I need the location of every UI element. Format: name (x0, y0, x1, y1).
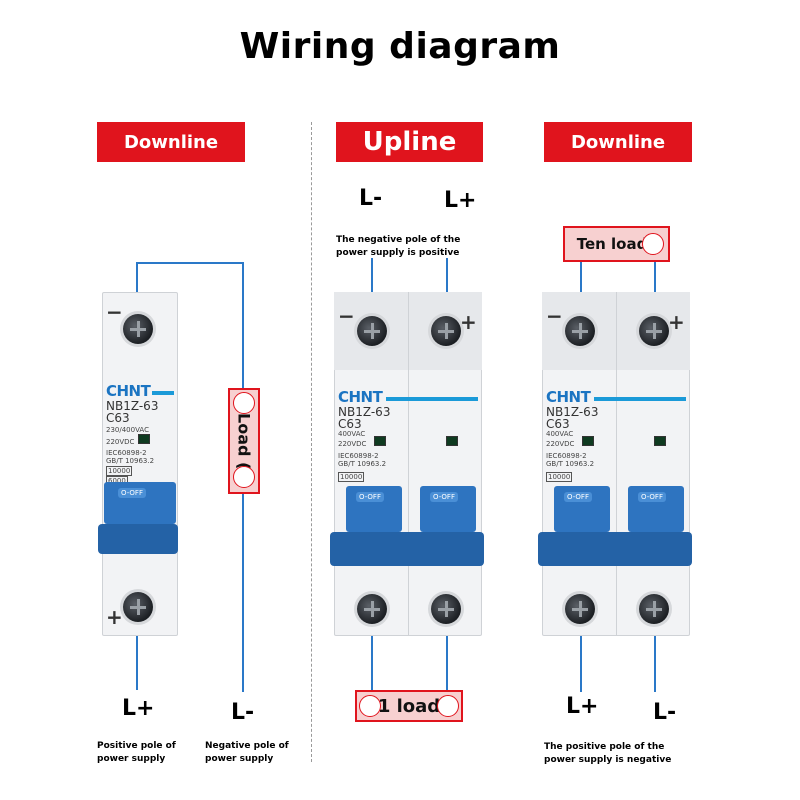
top-left-terminal-screw-icon[interactable] (565, 316, 595, 346)
breaker-standard1: IEC60898-2 (546, 452, 587, 460)
bottom-right-terminal-screw-icon[interactable] (639, 594, 669, 624)
top-left-sign: − (546, 304, 563, 328)
breaker-rating: C63 (338, 417, 362, 431)
breaker-capacity1: 10000 (546, 472, 573, 482)
switch-state-label: O-OFF (118, 488, 146, 498)
breaker-handle-lip[interactable] (98, 524, 178, 554)
switch-state-label-right: O-OFF (430, 492, 458, 502)
terminal-label-lplus-top: L+ (444, 188, 477, 213)
switch-state-label-right: O-OFF (638, 492, 666, 502)
indicator-lamp-right (654, 436, 666, 446)
breaker-rating: C63 (106, 411, 130, 425)
wire-top-left-vertical (136, 262, 138, 314)
wire-upline-left-bottom (371, 610, 373, 694)
switch-state-label-left: O-OFF (564, 492, 592, 502)
brand-stripe (386, 397, 478, 401)
breaker-standard2: GB/T 10963.2 (106, 457, 155, 465)
load-circle-bottom-left (233, 466, 255, 488)
breaker-model: NB1Z-63 (546, 405, 599, 419)
load-circle-top-left (233, 392, 255, 414)
breaker-dc-voltage: 220VDC (106, 438, 135, 446)
top-terminal-sign: − (106, 300, 123, 324)
wire-upline-left-top (371, 258, 373, 322)
breaker-dc-voltage: 220VDC (546, 440, 575, 448)
load-label-right: Ten loads (576, 235, 657, 253)
breaker-rating: C63 (546, 417, 570, 431)
indicator-lamp-right (446, 436, 458, 446)
top-right-terminal-screw-icon[interactable] (639, 316, 669, 346)
top-right-sign: + (668, 310, 685, 334)
wire-bottom-left-vertical (136, 615, 138, 690)
pole-separator (408, 292, 409, 636)
breaker-voltage: 230/400VAC (106, 426, 149, 434)
indicator-lamp-left (582, 436, 594, 446)
breaker-capacity1: 10000 (106, 466, 133, 476)
wire-upline-right-bottom (446, 610, 448, 694)
breaker-body (102, 292, 178, 636)
page-title: Wiring diagram (239, 26, 561, 67)
terminal-label-lminus-top: L- (359, 186, 383, 211)
indicator-lamp-left (374, 436, 386, 446)
top-terminal-screw-icon[interactable] (123, 314, 153, 344)
breaker-standard1: IEC60898-2 (106, 449, 147, 457)
breaker-voltage: 400VAC (546, 430, 574, 438)
panel-divider (311, 122, 312, 762)
pole-separator (616, 292, 617, 636)
note-upline: The negative pole of the power supply is… (336, 235, 461, 258)
load-label-left: Load ( (234, 412, 254, 470)
top-right-sign: + (460, 310, 477, 334)
note-positive-pole: Positive pole of power supply (97, 741, 176, 764)
terminal-label-lminus-left: L- (231, 700, 255, 725)
wire-upline-right-top (446, 258, 448, 322)
load-circle-right (642, 233, 664, 255)
breaker-capacity1: 10000 (338, 472, 365, 482)
indicator-lamp (138, 434, 150, 444)
top-right-terminal-screw-icon[interactable] (431, 316, 461, 346)
bottom-terminal-sign: + (106, 605, 123, 629)
note-downline-right: The positive pole of the power supply is… (544, 742, 672, 765)
note-negative-pole: Negative pole of power supply (205, 741, 289, 764)
wire-right-panel-left-bottom (580, 612, 582, 692)
wire-right-panel-right-bottom (654, 612, 656, 692)
bottom-left-terminal-screw-icon[interactable] (565, 594, 595, 624)
top-left-terminal-screw-icon[interactable] (357, 316, 387, 346)
banner-upline: Upline (336, 122, 483, 162)
bottom-terminal-screw-icon[interactable] (123, 592, 153, 622)
breaker-brand: CHNT (106, 382, 151, 400)
breaker-standard2: GB/T 10963.2 (338, 460, 387, 468)
brand-stripe (594, 397, 686, 401)
terminal-label-lplus-right: L+ (566, 694, 599, 719)
top-left-sign: − (338, 304, 355, 328)
banner-downline-right: Downline (544, 122, 692, 162)
breaker-dc-voltage: 220VDC (338, 440, 367, 448)
breaker-brand: CHNT (338, 388, 383, 406)
load-circle-middle-right (437, 695, 459, 717)
breaker-handle-lip[interactable] (330, 532, 484, 566)
load-box-right: Ten loads (563, 226, 670, 262)
breaker-brand: CHNT (546, 388, 591, 406)
breaker-double-pole-downline: − + CHNT NB1Z-63 C63 400VAC 220VDC IEC60… (538, 292, 692, 636)
terminal-label-lminus-right: L- (653, 700, 677, 725)
bottom-right-terminal-screw-icon[interactable] (431, 594, 461, 624)
breaker-handle-lip[interactable] (538, 532, 692, 566)
switch-state-label-left: O-OFF (356, 492, 384, 502)
breaker-double-pole-upline: − + CHNT NB1Z-63 C63 400VAC 220VDC IEC60… (330, 292, 484, 636)
breaker-model: NB1Z-63 (338, 405, 391, 419)
load-circle-middle-left (359, 695, 381, 717)
breaker-single-pole: − CHNT NB1Z-63 C63 230/400VAC 220VDC IEC… (98, 292, 178, 636)
brand-stripe (152, 391, 174, 395)
breaker-standard2: GB/T 10963.2 (546, 460, 595, 468)
wire-top-horizontal (136, 262, 243, 264)
banner-downline-left: Downline (97, 122, 245, 162)
load-label-middle: 1 load (377, 695, 441, 717)
breaker-model: NB1Z-63 (106, 399, 159, 413)
breaker-voltage: 400VAC (338, 430, 366, 438)
bottom-left-terminal-screw-icon[interactable] (357, 594, 387, 624)
breaker-standard1: IEC60898-2 (338, 452, 379, 460)
terminal-label-lplus-left: L+ (122, 696, 155, 721)
